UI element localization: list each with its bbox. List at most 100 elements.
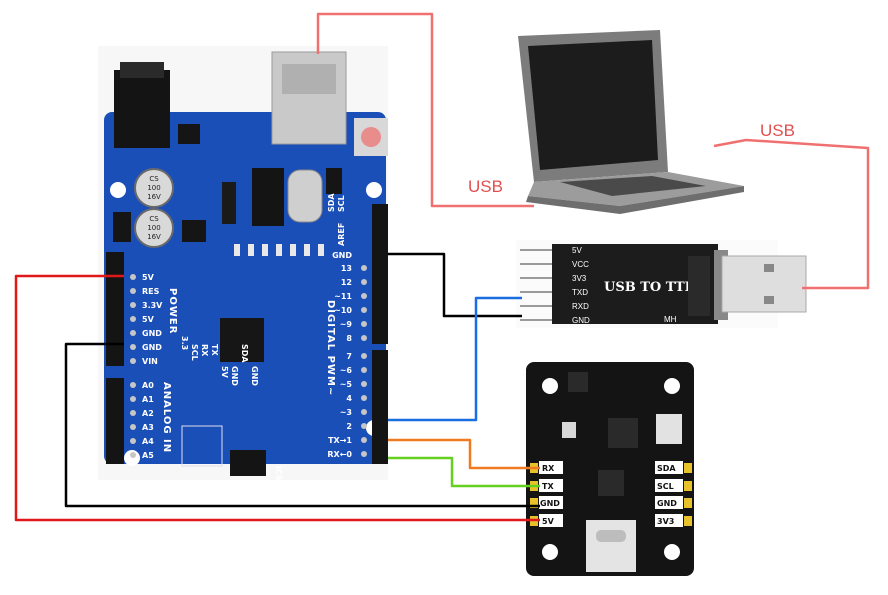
digital-pin-label: ~9 xyxy=(340,320,353,329)
laptop-keyboard xyxy=(560,176,706,196)
usb-c-port xyxy=(586,520,636,572)
digital-pin-label: 13 xyxy=(341,264,352,273)
power-pin-label: VIN xyxy=(142,357,158,366)
sensor-pin-label: 5V xyxy=(542,517,555,526)
digital-pin-label: ~10 xyxy=(334,306,352,315)
wire-gnd-sensor xyxy=(64,342,540,508)
ttl-pins xyxy=(520,249,556,321)
dc-jack xyxy=(114,70,170,148)
sensor-pin-label: SDA xyxy=(657,464,676,473)
ttl-brand: MH xyxy=(664,315,677,324)
icsp-label: ICSP xyxy=(274,466,283,487)
digital-pin-label: RX←0 xyxy=(327,450,352,459)
power-pin-label: GND xyxy=(142,329,162,338)
top-pin-label: SCL xyxy=(337,195,346,212)
wire-tx-ttl xyxy=(388,296,522,422)
analog-header-label: ANALOG IN xyxy=(161,382,172,453)
svg-text:100: 100 xyxy=(147,224,160,232)
digital-pin-label: 4 xyxy=(346,394,352,403)
capacitor-1: CS 100 16V xyxy=(134,168,174,208)
analog-pin-label: A1 xyxy=(142,395,154,404)
ttl-pin-label: GND xyxy=(572,316,590,325)
power-pin-label: RES xyxy=(142,287,160,296)
wires xyxy=(14,12,870,522)
bottom-label: RX xyxy=(200,344,209,357)
usb-cable-arduino-laptop xyxy=(316,12,534,208)
capacitor-1-label: CS xyxy=(149,175,159,183)
capacitor-2: CS 100 16V xyxy=(134,208,174,248)
analog-pin-label: A2 xyxy=(142,409,154,418)
analog-header xyxy=(106,378,124,464)
power-header-label: POWER xyxy=(167,288,178,334)
digital-pin-label: ~11 xyxy=(334,292,352,301)
wire-gnd-ttl xyxy=(388,252,522,318)
digital-pin-label: 7 xyxy=(346,352,352,361)
digital-header-label: DIGITAL PWM~ xyxy=(325,300,336,396)
svg-text:16V: 16V xyxy=(147,193,161,201)
sensor-pin-label: TX xyxy=(542,482,554,491)
digital-pin-label: 8 xyxy=(346,334,352,343)
usb-cable-ttl-laptop xyxy=(713,138,870,290)
sensor-pin-label: GND xyxy=(657,499,677,508)
mount-hole xyxy=(124,450,140,466)
bottom-label: GND xyxy=(250,366,259,386)
svg-text:16V: 16V xyxy=(147,233,161,241)
bottom-label: GND xyxy=(230,366,239,386)
laptop-screen xyxy=(528,40,658,170)
power-pin-label: 3.3V xyxy=(142,301,163,310)
wire-rx-sensor xyxy=(388,438,540,470)
ttl-pin-label: RXD xyxy=(572,302,589,311)
sensor-pin-label: 3V3 xyxy=(657,517,674,526)
digital-pin-label: 2 xyxy=(346,422,352,431)
mount-hole xyxy=(110,182,126,198)
svg-text:100: 100 xyxy=(147,184,160,192)
digital-pin-label: TX→1 xyxy=(328,436,352,445)
mcu-chip xyxy=(220,318,264,362)
usb-label-right: USB xyxy=(760,121,795,140)
sensor-pin-label: RX xyxy=(542,464,555,473)
wire-5v xyxy=(14,274,540,522)
analog-pin-label: A0 xyxy=(142,381,154,390)
bottom-label: SDA xyxy=(240,344,249,363)
bottom-label: 3.3 xyxy=(180,336,189,350)
digital-pin-label: ~6 xyxy=(340,366,353,375)
digital-pin-label: ~5 xyxy=(340,380,353,389)
analog-pin-label: A5 xyxy=(142,451,154,460)
bottom-label: SCL xyxy=(190,344,199,361)
usb-to-ttl-adapter: 5V VCC 3V3 TXD RXD GND USB TO TTL MH xyxy=(516,240,807,328)
icsp-header xyxy=(230,450,266,476)
usb-chip xyxy=(252,168,284,226)
digital-pin-label: 12 xyxy=(341,278,352,287)
laptop xyxy=(518,30,744,214)
bottom-label: TX xyxy=(210,344,219,356)
ttl-pin-label: VCC xyxy=(572,260,589,269)
sensor-board: RX TX GND 5V SDA SCL GND 3V3 xyxy=(526,362,694,576)
ttl-pin-label: 3V3 xyxy=(572,274,587,283)
analog-pin-label: A3 xyxy=(142,423,154,432)
top-pin-label: AREF xyxy=(337,223,346,246)
crystal xyxy=(287,169,323,223)
sensor-pin-label: GND xyxy=(540,499,560,508)
digital-header-low xyxy=(372,350,388,464)
bottom-label: 5V xyxy=(220,366,229,379)
arduino-board: CS 100 16V CS 100 16V xyxy=(98,46,388,487)
digital-header-high xyxy=(372,204,388,344)
sensor-pcb xyxy=(526,362,694,576)
ttl-pin-label: 5V xyxy=(572,246,582,255)
power-header xyxy=(106,252,124,366)
power-pin-label: GND xyxy=(142,343,162,352)
sensor-chip xyxy=(608,418,638,448)
usb-label-left: USB xyxy=(468,177,503,196)
ttl-pin-label: TXD xyxy=(572,288,588,297)
sensor-pin-label: SCL xyxy=(657,482,674,491)
digital-pin-label: ~3 xyxy=(340,408,352,417)
power-pin-label: 5V xyxy=(142,315,155,324)
top-pin-label: GND xyxy=(332,251,352,260)
mount-hole xyxy=(366,182,382,198)
ttl-title: USB TO TTL xyxy=(604,280,694,295)
top-pin-label: SDA xyxy=(327,193,336,212)
analog-pin-label: A4 xyxy=(142,437,154,446)
wire-tx-sensor xyxy=(388,456,540,488)
svg-text:CS: CS xyxy=(149,215,159,223)
